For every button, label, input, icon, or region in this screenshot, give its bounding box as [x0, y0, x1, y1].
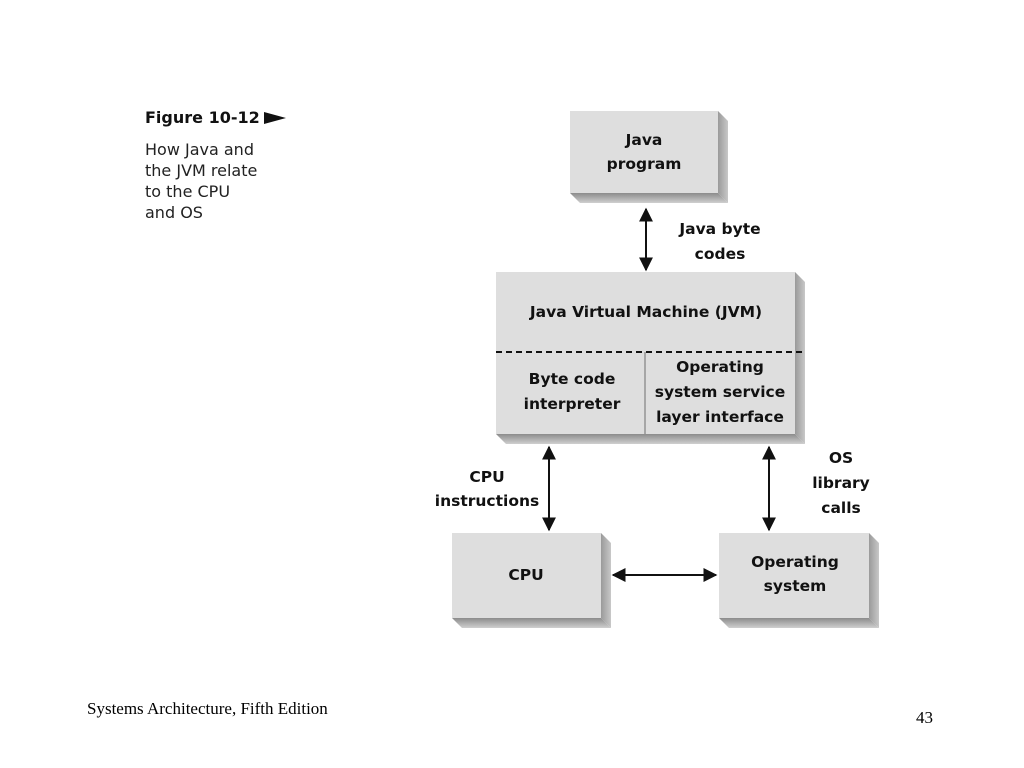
figure-description-line: to the CPU: [145, 182, 231, 201]
jvm-box: Java Virtual Machine (JVM) Byte code int…: [496, 272, 805, 444]
jvm-title: Java Virtual Machine (JVM): [529, 303, 762, 321]
page-number: 43: [916, 708, 933, 727]
figure-description-line: and OS: [145, 203, 203, 222]
figure-description: How Java and the JVM relate to the CPU a…: [145, 139, 345, 223]
cpu-instructions-label-line: CPU: [469, 468, 504, 486]
cpu-label: CPU: [508, 566, 543, 584]
figure-caption: Figure 10-12 How Java and the JVM relate…: [145, 108, 345, 223]
java-byte-codes-label-line: codes: [695, 245, 746, 263]
book-title-footer: Systems Architecture, Fifth Edition: [87, 699, 328, 718]
java-byte-codes-label-line: Java byte: [678, 220, 760, 238]
operating-system-box: Operating system: [719, 533, 879, 628]
os-library-calls-label-line: calls: [821, 499, 861, 517]
figure-description-line: How Java and: [145, 140, 254, 159]
figure-description-line: the JVM relate: [145, 161, 258, 180]
os-service-layer-label-line: Operating: [676, 358, 764, 376]
os-service-layer-label-line: system service: [655, 383, 786, 401]
cpu-box: CPU: [452, 533, 611, 628]
java-byte-codes-label: Java byte codes: [678, 220, 760, 263]
operating-system-label-line: system: [764, 577, 827, 595]
java-program-box: Java program: [570, 111, 728, 203]
figure-title-text: Figure 10-12: [145, 108, 260, 127]
cpu-instructions-label-line: instructions: [435, 492, 539, 510]
os-library-calls-label: OS library calls: [812, 449, 870, 517]
figure-title: Figure 10-12: [145, 108, 345, 127]
byte-code-interpreter-label-line: interpreter: [524, 395, 621, 413]
byte-code-interpreter-label-line: Byte code: [529, 370, 616, 388]
operating-system-label-line: Operating: [751, 553, 839, 571]
java-program-label-line: Java: [625, 131, 663, 149]
os-library-calls-label-line: OS: [829, 449, 853, 467]
cpu-instructions-label: CPU instructions: [435, 468, 539, 510]
java-program-label-line: program: [607, 155, 682, 173]
figure-pointer-icon: [263, 111, 286, 124]
os-service-layer-label-line: layer interface: [656, 408, 784, 426]
byte-code-interpreter-section: Byte code interpreter: [524, 370, 621, 413]
os-service-layer-section: Operating system service layer interface: [655, 358, 786, 426]
os-library-calls-label-line: library: [812, 474, 870, 492]
